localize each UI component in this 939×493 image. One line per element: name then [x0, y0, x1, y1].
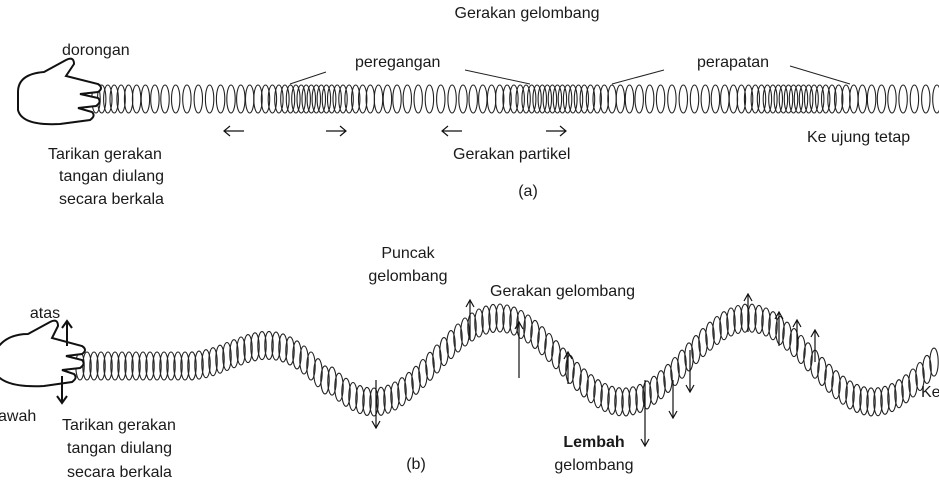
transverse-wave-panel: Puncak gelombang Gerakan gelombang atas …	[0, 245, 939, 481]
repeat-line3-b: secara berkala	[67, 464, 172, 481]
up-arrow-icon	[61, 319, 73, 346]
caption-a: (a)	[518, 183, 538, 200]
trough-line2: gelombang	[554, 457, 633, 474]
displacement-arrow-up-icon	[792, 318, 802, 350]
slinky-coil-a	[91, 84, 939, 114]
displacement-arrow-up-icon	[514, 320, 524, 378]
displacement-arrow-down-icon	[685, 350, 695, 394]
fixed-end-label-a: Ke ujung tetap	[807, 129, 910, 146]
repeat-line3-a: secara berkala	[59, 191, 164, 208]
displacement-arrow-down-icon	[640, 380, 650, 448]
caption-b: (b)	[406, 456, 426, 473]
compression-label: perapatan	[697, 54, 769, 71]
wave-motion-label: Gerakan gelombang	[490, 283, 635, 300]
repeat-line2-b: tangan diulang	[67, 440, 172, 457]
particle-arrow-left-1-icon	[223, 125, 244, 137]
fixed-end-label-b: Ke	[921, 384, 939, 401]
repeat-line2-a: tangan diulang	[59, 168, 164, 185]
down-arrow-icon	[56, 376, 68, 405]
up-label: atas	[30, 305, 60, 322]
hand-b-icon	[0, 319, 86, 388]
displacement-arrow-down-icon	[668, 380, 678, 420]
particle-arrow-left-2-icon	[441, 125, 462, 137]
particle-arrow-right-1-icon	[326, 125, 347, 137]
crest-line2: gelombang	[368, 268, 447, 285]
displacement-arrow-up-icon	[465, 298, 475, 340]
title-a: Gerakan gelombang	[455, 5, 600, 22]
push-label: dorongan	[62, 42, 130, 59]
crest-line1: Puncak	[381, 245, 435, 262]
longitudinal-wave-panel: Gerakan gelombang dorongan peregangan pe…	[17, 5, 939, 208]
down-label: awah	[0, 408, 36, 425]
stretch-label: peregangan	[355, 54, 440, 71]
particle-motion-label: Gerakan partikel	[453, 146, 570, 163]
hand-a-icon	[17, 57, 102, 126]
trough-line1: Lembah	[563, 434, 624, 451]
displacement-arrow-up-icon	[810, 328, 820, 362]
particle-displacement-arrows	[371, 292, 820, 448]
displacement-arrow-up-icon	[563, 350, 573, 384]
displacement-arrow-down-icon	[371, 380, 381, 430]
slinky-coil-b	[75, 303, 939, 417]
repeat-line1-a: Tarikan gerakan	[48, 146, 162, 163]
displacement-arrow-up-icon	[774, 310, 784, 346]
particle-arrow-right-2-icon	[546, 125, 567, 137]
displacement-arrow-up-icon	[743, 292, 753, 332]
repeat-line1-b: Tarikan gerakan	[62, 417, 176, 434]
